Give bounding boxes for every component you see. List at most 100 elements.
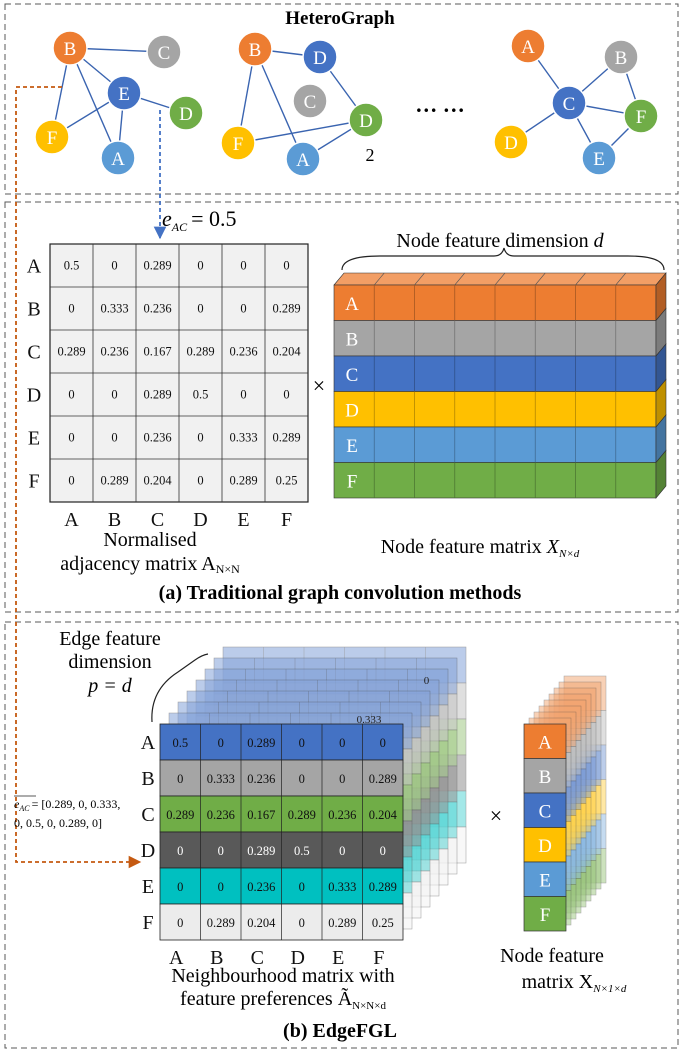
matrix-cell: 0 xyxy=(111,431,117,445)
feature-dim-brace xyxy=(341,247,665,271)
stack-row-label: A xyxy=(538,732,552,753)
matrix-cell: 0 xyxy=(240,302,246,316)
feature-top-divider xyxy=(615,272,626,286)
cube-cell: 0.289 xyxy=(328,916,356,930)
section-a-title: (a) Traditional graph convolution method… xyxy=(159,582,522,604)
graph-node-a xyxy=(285,141,321,177)
edge-dim-line3: p = d xyxy=(86,675,132,697)
col-label: A xyxy=(64,509,79,531)
ellipsis: … … xyxy=(415,92,465,117)
feature-top-divider xyxy=(414,272,425,286)
heterograph-title: HeteroGraph xyxy=(285,8,395,29)
cube-cell: 0.289 xyxy=(166,808,194,822)
stack-row-label: F xyxy=(540,905,551,926)
feature-caption-a: Node feature matrix XN×d xyxy=(381,536,580,560)
matrix-cell: 0.333 xyxy=(229,431,257,445)
cube-row-label: D xyxy=(141,840,155,862)
feature-row-label: F xyxy=(347,471,358,492)
stack-row-a xyxy=(523,723,567,759)
matrix-cell: 0.5 xyxy=(193,388,209,402)
feature-top-divider xyxy=(454,272,465,286)
feature-caption-b-line2: matrix XN×1×d xyxy=(522,971,627,995)
cube-ghost-value: 0.333 xyxy=(357,714,382,726)
col-label: E xyxy=(237,509,249,531)
cube-cell: 0 xyxy=(299,880,305,894)
matrix-cell: 0 xyxy=(68,302,74,316)
feature-row-label: C xyxy=(346,365,359,386)
matrix-cell: 0 xyxy=(68,431,74,445)
cube-cell: 0.289 xyxy=(207,916,235,930)
adj-caption-line2: adjacency matrix AN×N xyxy=(60,553,240,576)
row-label: C xyxy=(27,342,40,364)
cube-cell: 0.204 xyxy=(247,916,276,930)
matrix-cell: 0.204 xyxy=(143,474,172,488)
cube-cell: 0 xyxy=(299,772,305,786)
cube-cell: 0.289 xyxy=(288,808,316,822)
graph-node-c xyxy=(551,85,587,121)
feature-row-label: D xyxy=(345,400,359,421)
cube-cell: 0 xyxy=(380,844,386,858)
col-label: D xyxy=(193,509,207,531)
times-sign-a: × xyxy=(313,373,325,398)
graph-node-label: B xyxy=(249,40,262,61)
matrix-cell: 0 xyxy=(283,259,289,273)
top-panel-frame xyxy=(4,3,679,195)
graph-node-label: E xyxy=(593,149,605,170)
cube-cell: 0 xyxy=(339,772,345,786)
graph-node-label: C xyxy=(158,43,171,64)
edge-vector-label: eAC= [0.289, 0, 0.333, xyxy=(14,797,120,813)
graph-node-label: D xyxy=(359,111,373,132)
graph-node-f xyxy=(623,98,659,134)
row-label: D xyxy=(27,385,41,407)
feature-top-divider xyxy=(494,272,506,286)
cube-cell: 0.204 xyxy=(369,808,398,822)
cube-row-label: E xyxy=(142,876,154,898)
col-label: F xyxy=(281,509,292,531)
cube-col-label: B xyxy=(210,947,223,969)
graph-node-label: E xyxy=(118,84,130,105)
feature-row-label: B xyxy=(346,329,359,350)
cube-col-label: A xyxy=(169,947,184,969)
cube-col-label: F xyxy=(373,947,384,969)
edge-dim-line2: dimension xyxy=(68,651,151,673)
matrix-cell: 0.289 xyxy=(57,345,85,359)
graph-node-f xyxy=(34,119,70,155)
cube-cell: 0 xyxy=(380,736,386,750)
cube-row-label: F xyxy=(142,912,153,934)
graph-node-b xyxy=(237,31,273,67)
cube-cell: 0 xyxy=(218,736,224,750)
cube-cell: 0 xyxy=(299,736,305,750)
graph-node-d xyxy=(348,102,384,138)
matrix-cell: 0.289 xyxy=(229,474,257,488)
cube-cell: 0 xyxy=(339,736,345,750)
cube-cell: 0 xyxy=(177,880,183,894)
feature-dim-label: Node feature dimension d xyxy=(396,230,604,252)
matrix-cell: 0 xyxy=(111,388,117,402)
stack-row-f xyxy=(523,896,567,932)
graph-node-e xyxy=(581,140,617,176)
stack-row-b xyxy=(523,758,567,794)
matrix-cell: 0.5 xyxy=(64,259,80,273)
cube-cell: 0.289 xyxy=(247,736,275,750)
cube-cell: 0.167 xyxy=(247,808,275,822)
graph-node-label: C xyxy=(563,94,576,115)
row-label: A xyxy=(27,256,42,278)
cube-row-label: B xyxy=(141,768,154,790)
matrix-cell: 0.289 xyxy=(143,259,171,273)
graph-node-a xyxy=(100,140,136,176)
cube-cell: 0.236 xyxy=(247,772,275,786)
graph-node-b xyxy=(603,39,639,75)
graph-node-d xyxy=(302,39,338,75)
cube-cell: 0.289 xyxy=(369,880,397,894)
feature-side-face xyxy=(655,449,667,499)
graph-node-c xyxy=(146,34,182,70)
matrix-cell: 0.167 xyxy=(143,345,171,359)
feature-top-divider xyxy=(575,272,586,286)
matrix-cell: 0.25 xyxy=(276,474,298,488)
